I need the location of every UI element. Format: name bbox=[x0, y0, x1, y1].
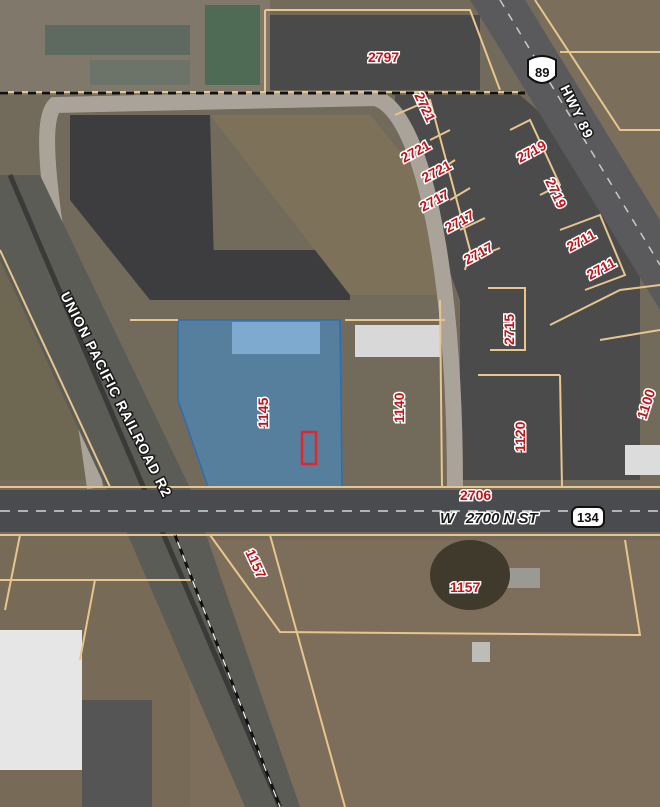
street-prefix-label: W bbox=[440, 510, 456, 527]
street-label: 2700 N ST bbox=[465, 510, 540, 527]
parcel-label-1145: 1145 bbox=[255, 397, 271, 428]
highway-89-road bbox=[470, 0, 660, 310]
building-north-2 bbox=[90, 60, 190, 85]
highway-shield: 89 bbox=[527, 55, 557, 84]
parking-west-strip bbox=[150, 250, 350, 300]
building-south-small bbox=[472, 642, 490, 662]
highway-89-lane bbox=[499, 0, 660, 266]
parking-south-west bbox=[82, 700, 152, 807]
parcel-label-1120: 1120 bbox=[512, 421, 528, 452]
building-south-west bbox=[0, 630, 82, 770]
boundary-line-rail bbox=[173, 534, 282, 807]
parking-north bbox=[270, 15, 480, 90]
parcel-label-2706: 2706 bbox=[460, 487, 491, 503]
street-shield-label: 134 bbox=[577, 510, 599, 525]
building-north-1 bbox=[45, 25, 190, 55]
highlight-box bbox=[300, 430, 318, 466]
parcel-label-2797: 2797 bbox=[368, 49, 399, 65]
building-1100 bbox=[625, 445, 660, 475]
street-shield: 134 bbox=[571, 506, 605, 528]
building-north-3 bbox=[205, 5, 260, 85]
parcel-label-1140: 1140 bbox=[391, 392, 407, 423]
tree-cluster bbox=[430, 540, 510, 610]
highway-shield-label: 89 bbox=[535, 65, 549, 80]
parcel-label-1157-south: 1157 bbox=[450, 579, 481, 595]
parcel-label-2715: 2715 bbox=[501, 314, 517, 345]
building-1140 bbox=[355, 325, 440, 357]
field-center bbox=[210, 115, 440, 295]
